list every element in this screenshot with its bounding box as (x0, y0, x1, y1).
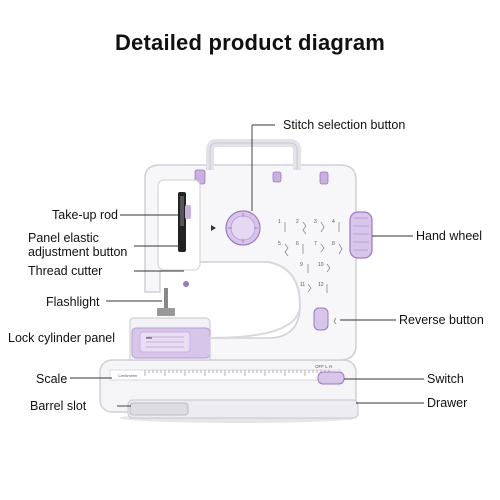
label-hand-wheel: Hand wheel (416, 229, 483, 243)
svg-text:2: 2 (296, 219, 299, 225)
label-lock-cylinder-panel: Lock cylinder panel (8, 331, 116, 345)
thread-guide (185, 205, 191, 219)
label-stitch-selection-button: Stitch selection button (283, 118, 406, 132)
svg-text:9: 9 (300, 262, 303, 268)
leader-lines (70, 124, 424, 407)
label-thread-cutter: Thread cutter (28, 264, 103, 278)
dial-pointer (211, 225, 216, 231)
label-flashlight: Flashlight (46, 295, 100, 309)
power-switch (317, 371, 345, 385)
label-scale: Scale (36, 372, 68, 386)
label-panel-elastic-adjustment-button: Panel elastic adjustment button (28, 231, 128, 259)
scale-text: Centimeter (118, 373, 138, 378)
svg-text:3: 3 (314, 219, 317, 225)
hand-wheel (349, 211, 373, 259)
take-up-rod (180, 196, 184, 226)
label-drawer: Drawer (427, 396, 468, 410)
svg-text:5: 5 (278, 241, 281, 247)
svg-text:11: 11 (300, 282, 305, 288)
spool-pin-mid (272, 171, 282, 183)
svg-text:7: 7 (314, 241, 317, 247)
label-reverse-button: Reverse button (399, 313, 484, 327)
svg-text:8: 8 (332, 241, 335, 247)
svg-text:6: 6 (296, 241, 299, 247)
presser-foot (157, 308, 175, 316)
diagram-title: Detailed product diagram (114, 30, 386, 55)
barrel-slot (129, 402, 189, 416)
stitch-glyphs (284, 221, 343, 293)
svg-text:4: 4 (332, 219, 335, 225)
label-take-up-rod: Take-up rod (52, 208, 119, 222)
label-barrel-slot: Barrel slot (30, 399, 87, 413)
svg-text:12: 12 (318, 282, 324, 288)
stitch-pattern-chart: 1 2 3 4 5 6 7 8 9 10 11 12 (278, 219, 335, 288)
spool-pin-right (319, 171, 329, 185)
label-panel-elastic-line2: adjustment button (28, 244, 128, 259)
label-switch: Switch (427, 372, 464, 386)
switch-marks: OFF L H (315, 364, 332, 369)
label-panel-elastic-line1: Panel elastic (28, 231, 99, 245)
reverse-button (313, 307, 329, 331)
svg-text:1: 1 (278, 219, 281, 225)
thread-cutter (183, 281, 189, 287)
needle-bar (164, 288, 168, 310)
svg-text:10: 10 (318, 262, 324, 268)
